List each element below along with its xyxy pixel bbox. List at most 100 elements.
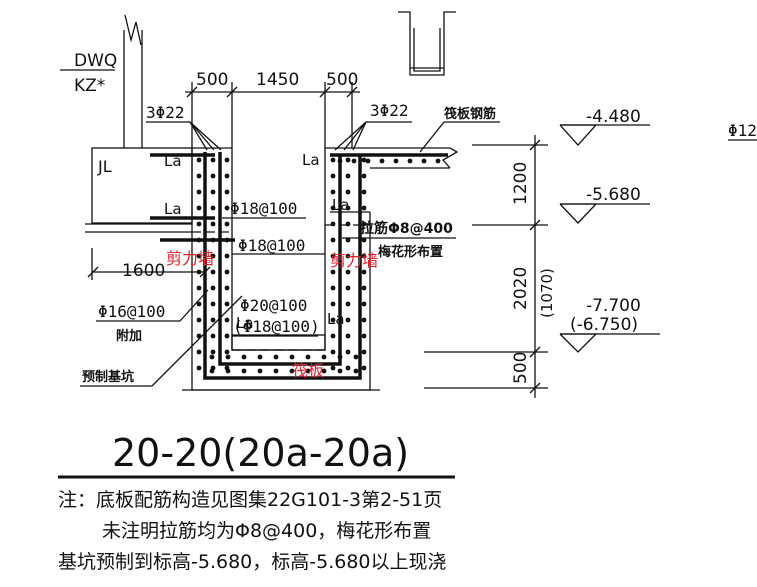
rebar-dot	[196, 205, 202, 211]
bottom-rebar-labels: Φ20@100 (Φ18@100)	[232, 296, 320, 337]
cut-phi12: Φ12	[728, 121, 757, 140]
rebar-dot	[345, 365, 351, 371]
elev-6750: (-6.750)	[570, 315, 638, 335]
section-title-block: 20-20(20a-20a)	[58, 431, 455, 479]
shear-wall-left: 剪力墙	[166, 249, 214, 268]
column-marker: DWQ KZ*	[60, 14, 143, 148]
rebar-dot	[196, 365, 202, 371]
rebar-dot	[224, 333, 230, 339]
rebar-dot	[361, 365, 367, 371]
pit-symbol	[398, 11, 456, 76]
rebar-dot	[345, 189, 351, 195]
dim-1600: 1600	[87, 248, 211, 281]
rebar-dot	[330, 237, 336, 243]
wall-rebar-labels: Φ18@100 Φ18@100 拉筋Φ8@400 梅花形布置	[222, 199, 456, 260]
rebar-dot	[361, 333, 367, 339]
rebar-dot	[330, 253, 336, 259]
rebar-dot	[365, 158, 371, 164]
rebar-dot	[361, 189, 367, 195]
rebar-dot	[210, 317, 216, 323]
rebar-dot	[241, 368, 247, 374]
rebar-dot	[345, 253, 351, 259]
elev-7700: -7.700	[586, 296, 641, 316]
precast-pit-label: 预制基坑	[82, 369, 134, 385]
rebar-dot	[225, 354, 231, 360]
left-3phi22: 3Φ22	[146, 103, 185, 122]
kz-label: KZ*	[74, 76, 105, 96]
rebar-dot	[224, 301, 230, 307]
rebar-dot	[330, 349, 336, 355]
rebar-dot	[224, 285, 230, 291]
rebar-dot	[210, 205, 216, 211]
rebar-dot	[345, 205, 351, 211]
additional-rebar: Φ16@100 附加	[96, 289, 209, 344]
rebar-dot	[196, 301, 202, 307]
phi16-100: Φ16@100	[98, 302, 165, 321]
rebar-dot	[345, 173, 351, 179]
rebar-dot	[330, 317, 336, 323]
rebar-dot	[361, 253, 367, 259]
top-dimensions: 500 1450 500	[185, 70, 360, 148]
rebar-dot	[361, 285, 367, 291]
rebar-dot	[209, 354, 215, 360]
elevation-dimensions: 1200 2020 (1070) 500	[424, 135, 556, 398]
rebar-dot	[210, 157, 216, 163]
la-3: La	[164, 200, 182, 218]
dim-1600-label: 1600	[122, 261, 165, 281]
rebar-dot	[196, 189, 202, 195]
rebar-dot	[196, 349, 202, 355]
rebar-dot	[224, 237, 230, 243]
rebar-dot	[210, 301, 216, 307]
rebar-dot	[361, 237, 367, 243]
dwq-label: DWQ	[74, 51, 117, 71]
rebar-dot	[330, 365, 336, 371]
rebar-dot	[330, 189, 336, 195]
rebar-dot	[345, 221, 351, 227]
rebar-dot	[224, 317, 230, 323]
rebar-dot	[289, 368, 295, 374]
rebar-dot	[224, 205, 230, 211]
rebar-dot	[330, 333, 336, 339]
rebar-dot	[196, 285, 202, 291]
rebar-dot	[337, 158, 343, 164]
rebar-dot	[224, 349, 230, 355]
rebar-dot	[241, 354, 247, 360]
rebar-dot	[421, 158, 427, 164]
quincunx-label: 梅花形布置	[378, 244, 443, 260]
phi18-100-paren: (Φ18@100)	[233, 317, 320, 336]
rebar-dot	[330, 285, 336, 291]
right-3phi22: 3Φ22	[370, 101, 409, 120]
rebar-dot	[330, 269, 336, 275]
rebar-dot	[345, 269, 351, 275]
rebar-dot	[196, 221, 202, 227]
rebar-dot	[330, 157, 336, 163]
rebar-dot	[379, 158, 385, 164]
pit-outline	[182, 147, 459, 391]
rebar-dot	[224, 173, 230, 179]
note-line-1: 注：底板配筋构造见图集22G101-3第2-51页	[58, 489, 442, 511]
red-annotations: 剪力墙 剪力墙 筏板	[166, 249, 378, 380]
shear-wall-right: 剪力墙	[330, 251, 378, 270]
rebar-dot	[196, 253, 202, 259]
rebar-dot	[345, 157, 351, 163]
rebar-dot	[353, 354, 359, 360]
rebar-dot	[210, 285, 216, 291]
rebar-dot	[361, 205, 367, 211]
rebar-dot	[196, 237, 202, 243]
rebar-dot	[435, 158, 441, 164]
rebar-dot	[257, 368, 263, 374]
rebar-dots	[196, 157, 441, 374]
jl-beam: JL	[85, 147, 215, 233]
rebar-dot	[210, 349, 216, 355]
dim-1200: 1200	[511, 162, 531, 205]
dim-500-left: 500	[196, 70, 228, 90]
rebar-dot	[407, 158, 413, 164]
rebar-dot	[196, 317, 202, 323]
rebar-dot	[351, 158, 357, 164]
rebar-dot	[305, 368, 311, 374]
dim-500-vertical: 500	[511, 352, 531, 384]
note-line-3: 基坑预制到标高-5.680，标高-5.680以上现浇	[58, 551, 447, 573]
rebar-dot	[361, 301, 367, 307]
precast-pit: 预制基坑	[80, 295, 243, 387]
la-6: La	[327, 310, 345, 328]
